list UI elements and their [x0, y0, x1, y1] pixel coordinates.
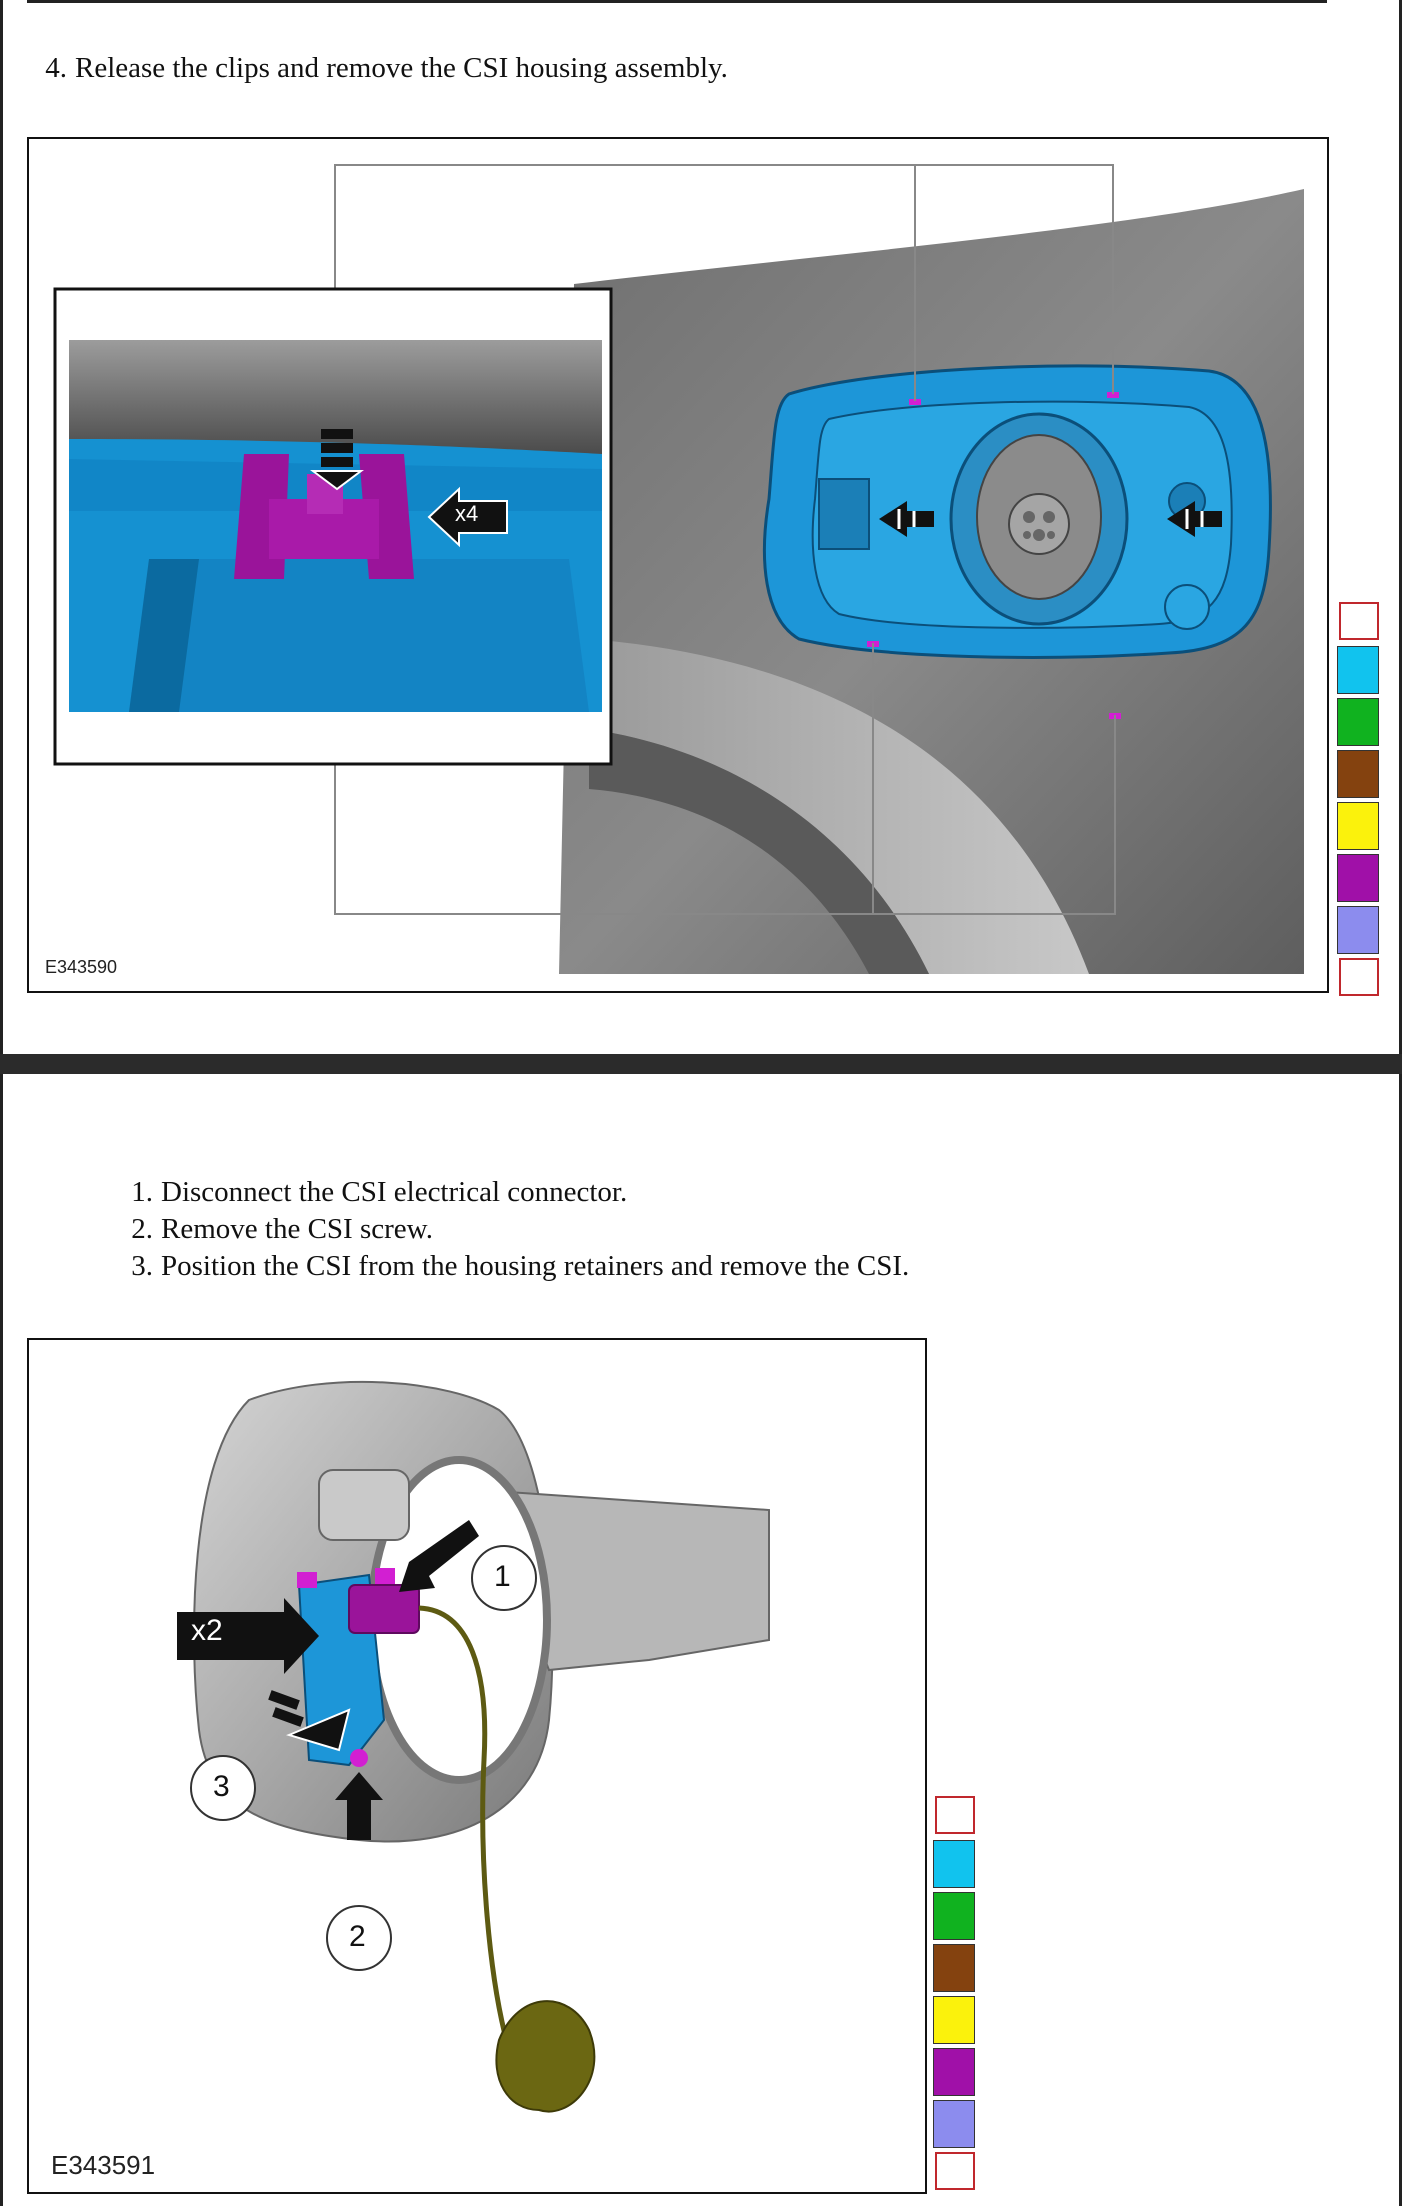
arrow-callout-1	[399, 1520, 479, 1592]
leader-lines	[334, 164, 1116, 915]
page-divider	[0, 1054, 1402, 1074]
release-arrow-right	[1167, 501, 1222, 537]
legend-swatch	[1337, 802, 1379, 850]
wheel-arch-shadow	[589, 729, 929, 974]
step-text: Release the clips and remove the CSI hou…	[75, 52, 728, 84]
step-list-page-1: 4.Release the clips and remove the CSI h…	[27, 50, 728, 87]
legend-marker-bottom	[935, 2152, 975, 2190]
legend-swatch	[933, 1944, 975, 1992]
wiring-harness	[418, 1605, 512, 2051]
figure-id: E343591	[51, 2150, 156, 2180]
step-item: 2.Remove the CSI screw.	[113, 1211, 909, 1248]
manual-page-2: 1.Disconnect the CSI electrical connecto…	[0, 1074, 1402, 2206]
clip-marker	[909, 399, 921, 405]
callout-x2: x2	[191, 1614, 223, 1647]
step-number: 1.	[131, 1176, 153, 1208]
x4-arrow-callout	[427, 486, 508, 548]
step-item: 4.Release the clips and remove the CSI h…	[27, 50, 728, 87]
color-legend-page-1	[1337, 600, 1379, 1002]
clip-marker	[1107, 392, 1119, 398]
legend-swatch	[933, 1892, 975, 1940]
figure-csi-housing-clips: x4 E343590	[27, 137, 1329, 993]
legend-swatch	[1337, 646, 1379, 694]
release-button	[1164, 584, 1210, 630]
harness-connector	[495, 2000, 596, 2113]
step-number: 3.	[131, 1250, 153, 1282]
callout-circle-2	[326, 1905, 392, 1971]
callout-x4: x4	[455, 501, 479, 526]
step-number: 2.	[131, 1213, 153, 1245]
hinge	[318, 1469, 410, 1541]
manual-page-1: 4.Release the clips and remove the CSI h…	[0, 0, 1402, 1054]
legend-swatch	[933, 1996, 975, 2044]
legend-swatch	[1337, 854, 1379, 902]
illustration-housing-clips	[53, 164, 1304, 974]
arrow-callout-2	[335, 1772, 383, 1840]
step-item: 1.Disconnect the CSI electrical connecto…	[113, 1174, 909, 1211]
legend-swatch	[1337, 750, 1379, 798]
csi-connector	[348, 1584, 420, 1634]
page-top-rule	[27, 0, 1327, 3]
legend-marker-top	[1339, 602, 1379, 640]
legend-swatch	[933, 2100, 975, 2148]
arrow-callout-3	[268, 1690, 351, 1752]
port-pins	[1008, 493, 1070, 555]
legend-swatch	[933, 1840, 975, 1888]
callout-label-3: 3	[213, 1770, 230, 1803]
step-list-page-2: 1.Disconnect the CSI electrical connecto…	[113, 1174, 909, 1285]
actuator-box	[818, 478, 870, 550]
figure-id: E343590	[45, 957, 118, 977]
callout-label-1: 1	[494, 1560, 511, 1593]
color-legend-page-2	[933, 1794, 975, 2196]
legend-swatch	[1337, 698, 1379, 746]
legend-swatch	[1337, 906, 1379, 954]
csi-screw	[350, 1749, 368, 1767]
step-text: Disconnect the CSI electrical connector.	[161, 1176, 628, 1208]
illustration-csi-removal	[177, 1380, 770, 2113]
wheel-arch	[589, 639, 1089, 974]
figure-csi-removal: 1 3 2 x2 E343591	[27, 1338, 927, 2194]
retainer-clip	[375, 1568, 395, 1584]
step-text: Remove the CSI screw.	[161, 1213, 433, 1245]
x2-arrow-callout	[177, 1598, 319, 1674]
step-number: 4.	[45, 52, 67, 84]
callout-circle-3	[190, 1755, 256, 1821]
inset-detail-image	[69, 340, 602, 712]
callout-circle-1	[471, 1545, 537, 1611]
legend-marker-bottom	[1339, 958, 1379, 996]
step-text: Position the CSI from the housing retain…	[161, 1250, 910, 1282]
push-down-arrow	[310, 429, 364, 491]
retainer-clip	[297, 1572, 317, 1588]
legend-marker-top	[935, 1796, 975, 1834]
callout-label-2: 2	[349, 1920, 366, 1953]
release-arrow-left	[879, 501, 934, 537]
legend-swatch	[933, 2048, 975, 2096]
step-item: 3.Position the CSI from the housing reta…	[113, 1248, 909, 1285]
